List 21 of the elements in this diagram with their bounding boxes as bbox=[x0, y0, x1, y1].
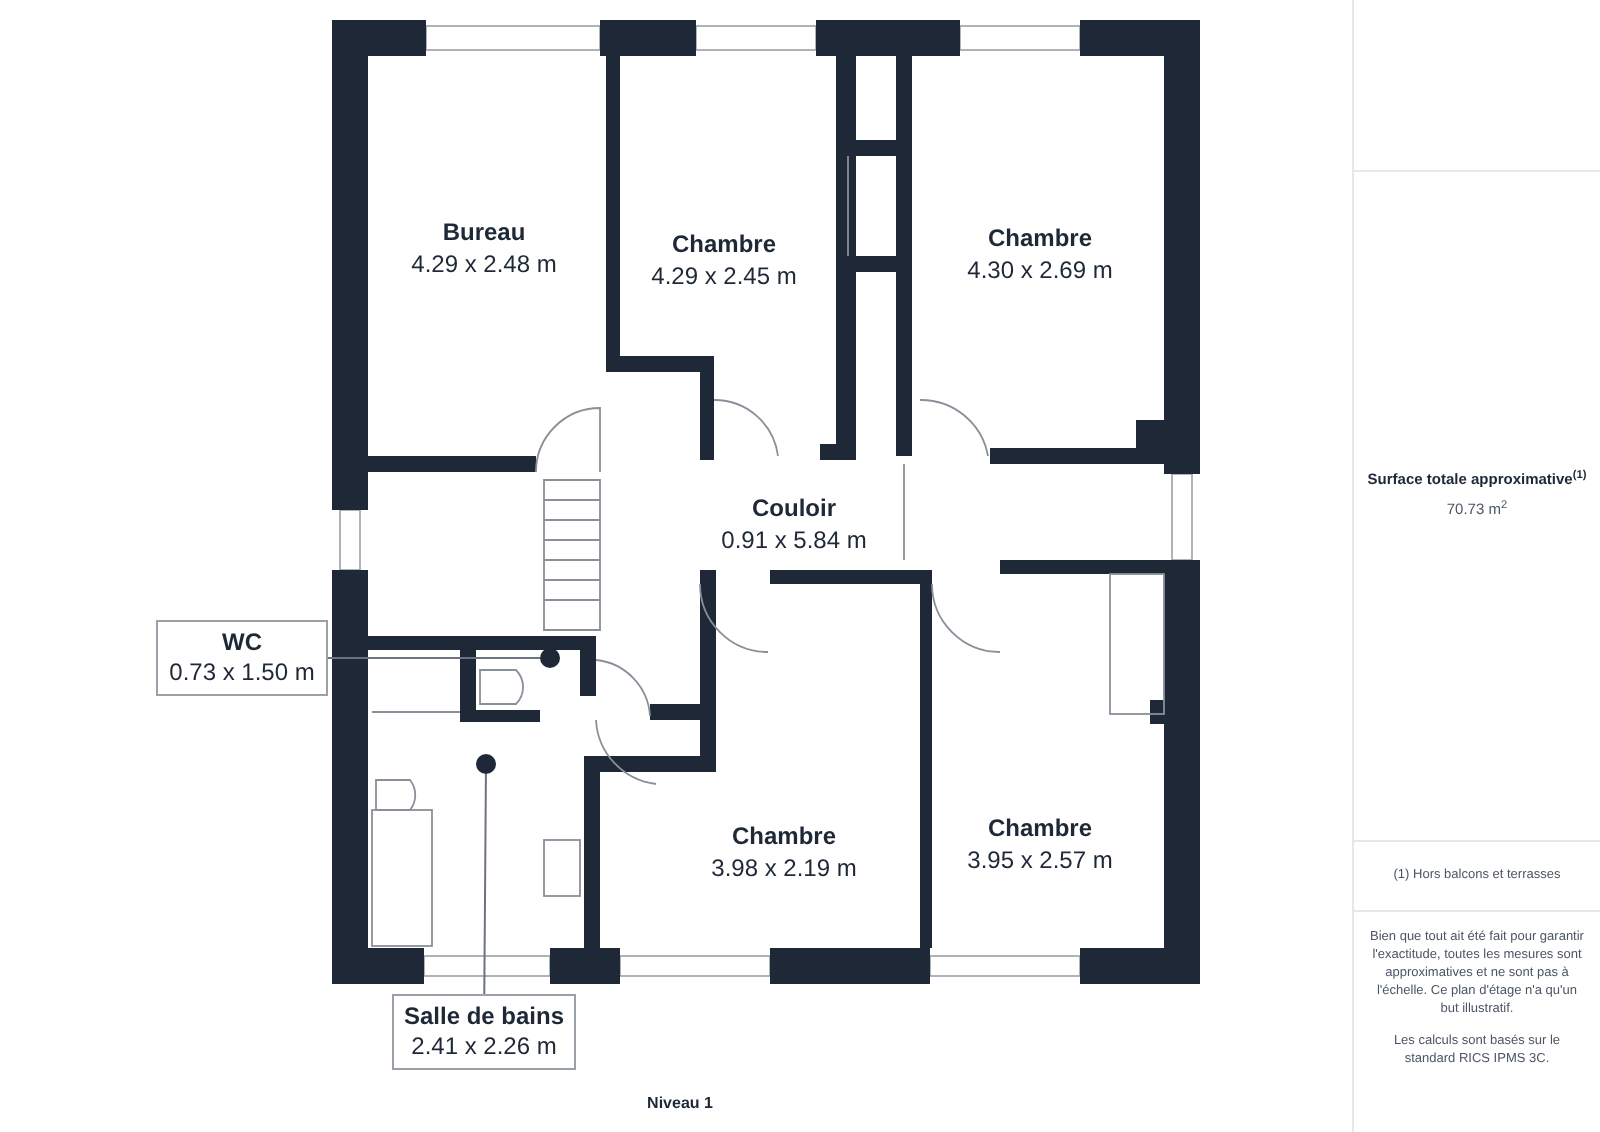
room-name: WC bbox=[222, 628, 262, 658]
room-dimensions: 2.41 x 2.26 m bbox=[411, 1032, 557, 1062]
leader-line bbox=[327, 657, 541, 659]
room-name: Bureau bbox=[442, 216, 526, 248]
room-name: Chambre bbox=[987, 222, 1092, 254]
callout-box bbox=[392, 994, 576, 1070]
room-dimensions: 3.95 x 2.57 m bbox=[967, 844, 1113, 876]
room-name: Salle de bains bbox=[403, 1002, 565, 1032]
room-dimensions: 0.73 x 1.50 m bbox=[169, 658, 315, 688]
room-name: Chambre bbox=[671, 228, 776, 260]
room-dimensions: 3.98 x 2.19 m bbox=[711, 852, 857, 884]
leader-line bbox=[483, 773, 487, 995]
room-dimensions: 4.29 x 2.48 m bbox=[411, 248, 557, 280]
callout-box bbox=[156, 620, 328, 696]
room-dimensions: 0.91 x 5.84 m bbox=[721, 524, 867, 556]
floor-level-caption: Niveau 1 bbox=[645, 1092, 715, 1116]
room-dimensions: 4.29 x 2.45 m bbox=[651, 260, 797, 292]
room-name: Couloir bbox=[752, 492, 836, 524]
room-name: Chambre bbox=[987, 812, 1092, 844]
room-name: Chambre bbox=[731, 820, 836, 852]
room-dimensions: 4.30 x 2.69 m bbox=[967, 254, 1113, 286]
